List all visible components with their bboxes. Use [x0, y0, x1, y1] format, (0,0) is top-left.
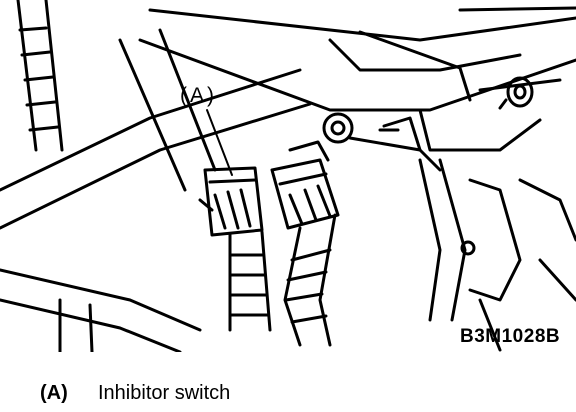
- legend: (A) Inhibitor switch: [40, 382, 230, 405]
- connector-harness: [228, 213, 337, 347]
- figure-code: B3M1028B: [460, 326, 561, 347]
- callout-leader-line: [206, 109, 233, 176]
- legend-key: (A): [40, 382, 68, 404]
- inhibitor-switch-connector: [198, 166, 264, 237]
- legend-text: Inhibitor switch: [98, 382, 231, 404]
- mounting-bolt: [498, 76, 534, 110]
- left-wiring-harness: [16, 0, 64, 152]
- diagonal-tube: [0, 28, 312, 230]
- callout-label-a: (A): [180, 84, 217, 107]
- engine-bay-illustration: [0, 0, 576, 352]
- right-bracket: [418, 158, 576, 352]
- lower-left-tube: [0, 268, 202, 352]
- upper-frame-bracket: [138, 6, 576, 152]
- right-connector: [270, 140, 340, 230]
- ground-terminal: [322, 112, 442, 172]
